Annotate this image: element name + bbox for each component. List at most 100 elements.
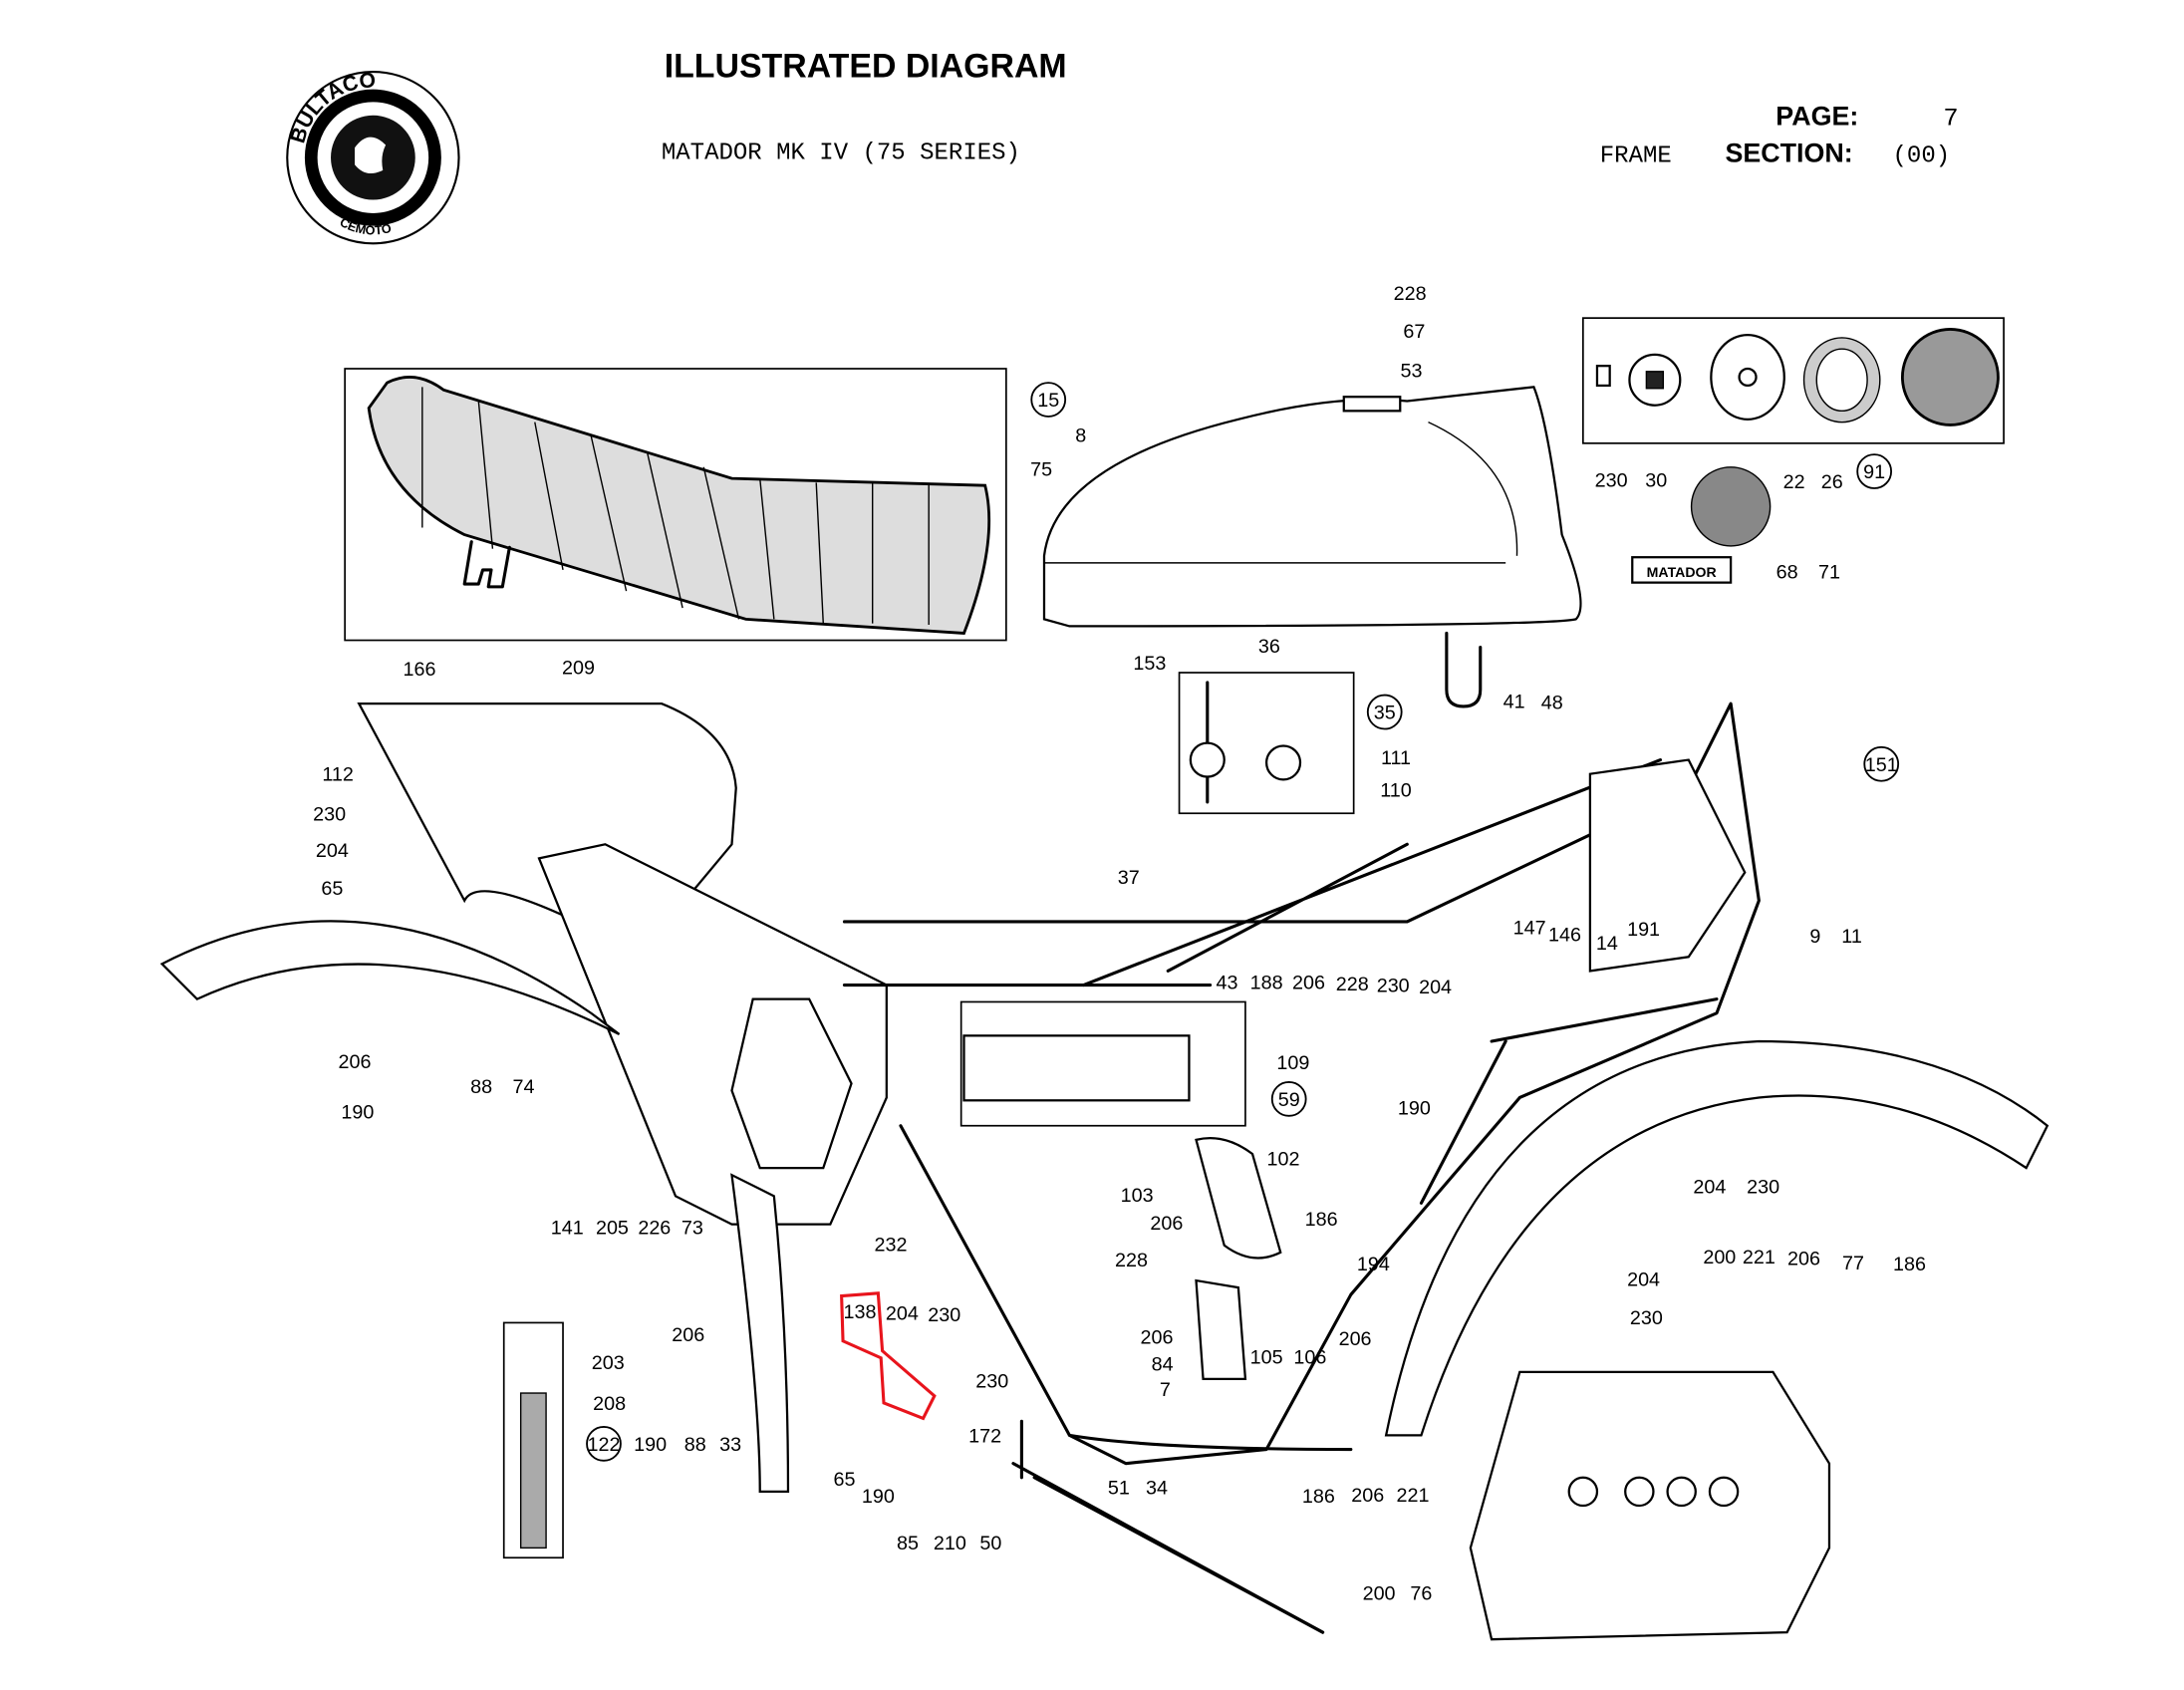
fuel-tap [1189, 681, 1302, 804]
part-number-138: 138 [844, 1301, 877, 1323]
part-number-228: 228 [1394, 283, 1427, 305]
part-number-186: 186 [1305, 1209, 1338, 1231]
part-number-15: 15 [1037, 390, 1059, 412]
part-number-103: 103 [1121, 1185, 1154, 1207]
part-number-102: 102 [1267, 1148, 1300, 1170]
part-number-206: 206 [1140, 1327, 1173, 1349]
part-number-186: 186 [1893, 1254, 1926, 1275]
model-name: MATADOR MK IV (75 SERIES) [662, 141, 1020, 167]
part-number-88: 88 [470, 1076, 492, 1098]
bultaco-logo: BULTACO CEMOTO [286, 69, 460, 245]
part-number-141: 141 [551, 1217, 584, 1239]
part-number-85: 85 [897, 1533, 919, 1554]
part-number-147: 147 [1513, 918, 1546, 940]
front-mudguard-piece [730, 1173, 790, 1494]
side-stand [1032, 1476, 1325, 1634]
part-number-230: 230 [1747, 1177, 1779, 1199]
seat-assembly [344, 368, 1007, 642]
skid-plate-holes [1567, 1476, 1740, 1508]
part-number-37: 37 [1118, 867, 1140, 889]
part-number-22: 22 [1783, 471, 1805, 493]
highlight-part-138 [840, 1291, 937, 1421]
part-number-209: 209 [562, 657, 595, 679]
part-number-67: 67 [1403, 321, 1425, 343]
part-number-188: 188 [1250, 973, 1283, 994]
part-number-105: 105 [1250, 1346, 1283, 1368]
part-number-206: 206 [339, 1051, 372, 1073]
part-number-194: 194 [1357, 1254, 1390, 1275]
part-number-190: 190 [862, 1486, 895, 1508]
part-number-221: 221 [1396, 1485, 1429, 1507]
part-number-77: 77 [1842, 1253, 1864, 1274]
part-number-232: 232 [875, 1234, 908, 1256]
part-number-230: 230 [975, 1370, 1008, 1392]
part-number-204: 204 [316, 840, 349, 862]
fuel-tank [1042, 386, 1582, 708]
part-number-206: 206 [1339, 1328, 1372, 1350]
group-name: FRAME [1600, 142, 1672, 169]
part-number-204: 204 [1693, 1177, 1726, 1199]
part-number-190: 190 [634, 1434, 667, 1456]
frame [357, 702, 1761, 1634]
part-number-186: 186 [1302, 1486, 1335, 1508]
matador-plaque: MATADOR [1647, 564, 1717, 580]
part-number-68: 68 [1776, 561, 1798, 583]
part-number-228: 228 [1336, 974, 1369, 995]
page-label: PAGE: [1775, 102, 1858, 132]
part-number-206: 206 [1150, 1213, 1183, 1235]
part-number-74: 74 [512, 1076, 534, 1098]
part-number-75: 75 [1030, 458, 1052, 480]
part-number-204: 204 [886, 1303, 919, 1325]
part-number-230: 230 [313, 803, 346, 825]
part-number-112: 112 [322, 764, 354, 786]
rear-fender [1384, 1039, 2049, 1437]
tool-box [502, 1321, 564, 1559]
part-number-34: 34 [1146, 1478, 1168, 1500]
part-number-88: 88 [684, 1434, 706, 1456]
page-number: 7 [1943, 105, 1958, 134]
battery-box [959, 1000, 1246, 1127]
part-number-230: 230 [1595, 470, 1628, 492]
rear-fender-front [159, 920, 621, 1035]
part-number-166: 166 [403, 659, 435, 681]
callout-circle [1270, 1081, 1307, 1117]
part-number-200: 200 [1703, 1247, 1736, 1268]
battery [962, 1034, 1191, 1102]
part-number-43: 43 [1217, 973, 1238, 994]
part-number-65: 65 [833, 1469, 855, 1491]
part-number-206: 206 [1787, 1249, 1820, 1270]
part-number-203: 203 [592, 1352, 625, 1374]
part-number-50: 50 [979, 1533, 1001, 1554]
callout-circle [1856, 453, 1893, 489]
part-number-230: 230 [1377, 976, 1410, 997]
part-number-11: 11 [1841, 926, 1862, 948]
part-number-111: 111 [1381, 747, 1411, 769]
part-number-204: 204 [1627, 1269, 1660, 1291]
part-number-190: 190 [1398, 1097, 1431, 1119]
part-number-33: 33 [719, 1434, 741, 1456]
part-number-230: 230 [1630, 1307, 1663, 1329]
tool [519, 1392, 547, 1549]
part-number-206: 206 [1351, 1485, 1384, 1507]
part-number-228: 228 [1115, 1250, 1148, 1271]
part-number-226: 226 [638, 1217, 671, 1239]
part-number-206: 206 [1292, 973, 1325, 994]
part-number-200: 200 [1363, 1583, 1396, 1605]
diagram-title: ILLUSTRATED DIAGRAM [665, 48, 1067, 86]
part-number-59: 59 [1278, 1089, 1300, 1111]
part-number-110: 110 [1380, 779, 1412, 801]
section-label: SECTION: [1725, 138, 1852, 167]
section-number: (00) [1893, 142, 1951, 169]
part-number-230: 230 [928, 1304, 960, 1326]
part-number-9: 9 [1809, 926, 1820, 948]
callout-circle [1030, 382, 1067, 418]
part-number-41: 41 [1503, 691, 1525, 712]
part-number-48: 48 [1541, 693, 1563, 714]
part-number-221: 221 [1743, 1247, 1775, 1268]
part-number-14: 14 [1596, 933, 1618, 955]
part-number-71: 71 [1818, 561, 1840, 583]
part-number-91: 91 [1863, 461, 1885, 483]
part-number-35: 35 [1374, 703, 1396, 724]
